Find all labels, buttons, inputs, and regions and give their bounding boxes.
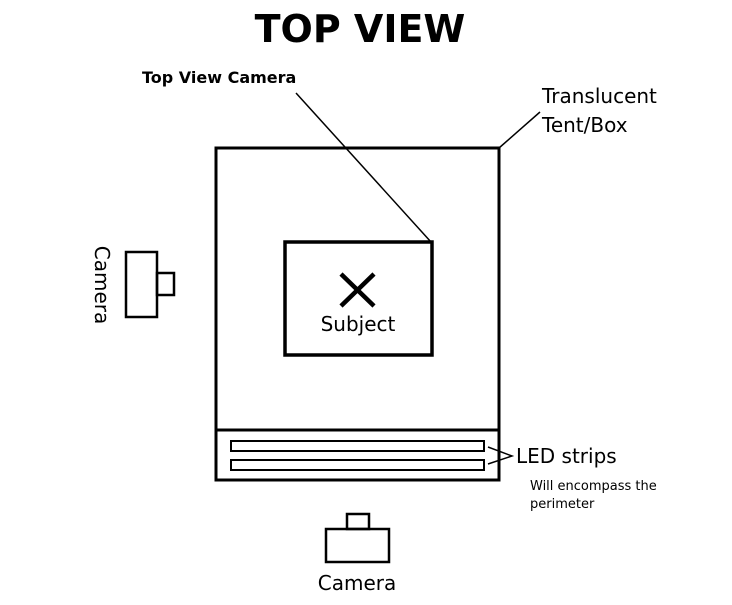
led-strips-pointer — [487, 446, 515, 465]
led-strips-note: Will encompass the perimeter — [530, 479, 661, 512]
bottom-camera-label: Camera — [318, 571, 397, 595]
led-strip-lower — [230, 459, 485, 471]
bottom-camera-icon — [324, 512, 391, 564]
subject-label: Subject — [321, 312, 396, 336]
led-strip-upper — [230, 440, 485, 452]
tent-box — [214, 146, 501, 482]
tent-label: Translucent Tent/Box — [541, 84, 663, 137]
top-view-camera-leader-line — [295, 92, 432, 243]
left-camera-label: Camera — [90, 246, 114, 325]
tent-leader-line — [498, 111, 541, 149]
top-view-camera-label: Top View Camera — [142, 68, 296, 87]
subject-box — [283, 240, 434, 357]
diagram-title: TOP VIEW — [255, 7, 466, 51]
led-strips-label: LED strips — [516, 444, 617, 468]
x-mark-icon — [339, 272, 376, 308]
left-camera-icon — [124, 250, 176, 319]
